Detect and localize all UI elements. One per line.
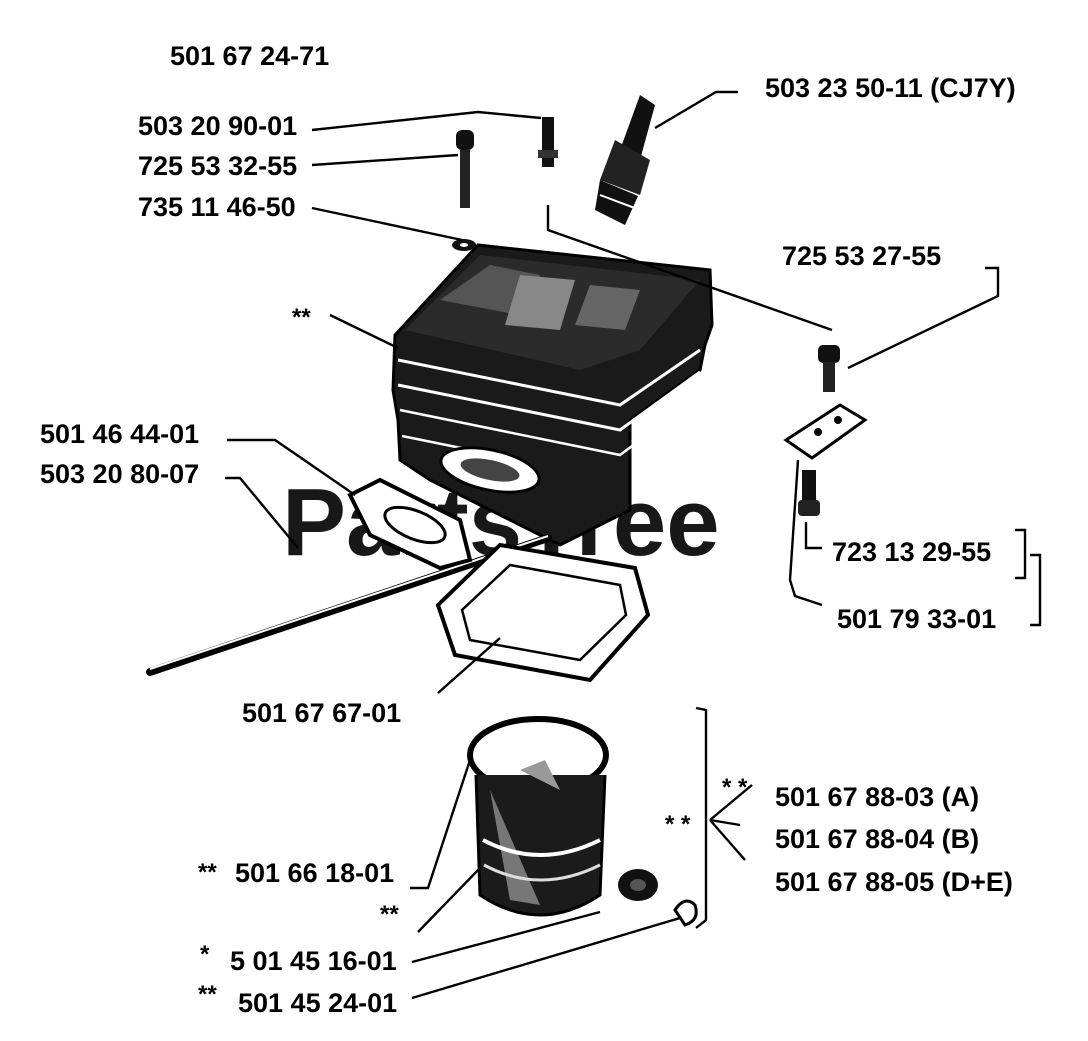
label-screw-right: 725 53 27-55 (782, 241, 941, 271)
label-piston-de: 501 67 88-05 (D+E) (775, 867, 1013, 897)
spark-plug-illustration (595, 95, 655, 225)
label-piston-b: 501 67 88-04 (B) (775, 824, 979, 854)
plate-assembly-illustration (783, 345, 868, 516)
label-screw-top: 725 53 32-55 (138, 151, 297, 181)
marker-retainer: ** (198, 981, 217, 1008)
label-spark-plug: 503 23 50-11 (CJ7Y) (765, 73, 1016, 103)
marker-piston-pin: * (200, 941, 210, 968)
cylinder-illustration (391, 243, 714, 547)
label-decompression-valve: 503 20 90-01 (138, 111, 297, 141)
label-rod: 503 20 80-07 (40, 459, 199, 489)
label-gasket-small: 501 46 44-01 (40, 419, 199, 449)
label-retainer: 501 45 24-01 (238, 988, 397, 1018)
piston-pin-illustration (618, 869, 698, 927)
label-piston-pin: 5 01 45 16-01 (230, 946, 397, 976)
marker-cylinder: ** (292, 304, 311, 331)
marker-piston-ring: ** (198, 859, 217, 886)
marker-piston: ** (380, 901, 399, 928)
leader-lines (225, 90, 1042, 1000)
label-plate-kit: 501 79 33-01 (837, 604, 996, 634)
marker-kit-a: * * (722, 774, 748, 801)
label-piston-a: 501 67 88-03 (A) (775, 782, 979, 812)
label-cylinder-kit: 501 67 24-71 (170, 41, 329, 71)
top-screw-illustration (452, 130, 476, 251)
small-gasket-illustration (347, 477, 473, 571)
label-washer-top: 735 11 46-50 (138, 192, 296, 222)
label-piston-ring: 501 66 18-01 (235, 858, 394, 888)
label-screw-bottom-right: 723 13 29-55 (832, 537, 991, 567)
label-base-gasket: 501 67 67-01 (242, 698, 401, 728)
marker-kit-group: * * (665, 811, 691, 838)
decompression-valve-illustration (538, 117, 558, 167)
piston-illustration (467, 716, 609, 917)
